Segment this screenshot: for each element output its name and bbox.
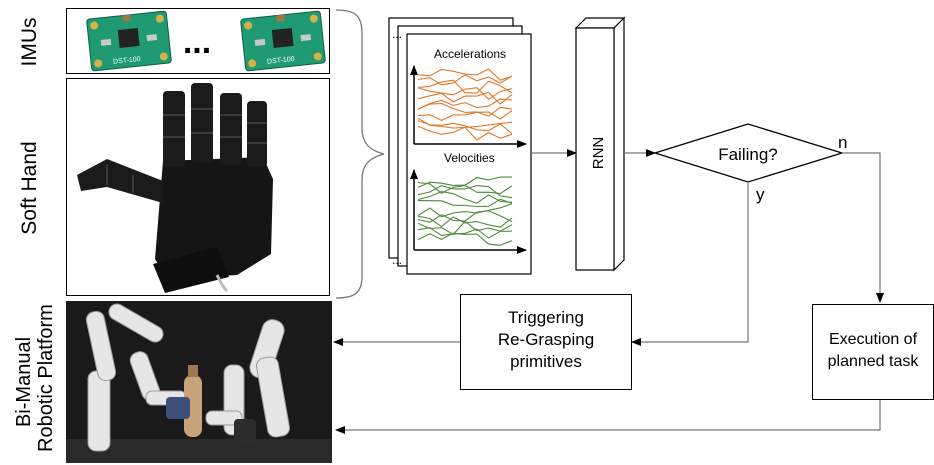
trigger-line3: primitives [510,352,582,371]
velocity-curve-11 [417,232,513,246]
velocity-curve-5 [417,198,513,208]
acceleration-curve-5 [417,91,513,105]
trigger-line1: Triggering [508,308,584,327]
arrow-execution-to-platform [335,400,881,434]
soft-hand-illustration [77,83,273,293]
acceleration-curve-6 [417,98,513,110]
acceleration-curve-11 [417,125,513,141]
acceleration-curve-8 [417,110,513,121]
imu-chip-label-right: DST-100 [267,56,295,66]
accelerations-curves [417,68,513,141]
acceleration-curve-7 [417,102,513,117]
execution-line1: Execution of [828,331,918,348]
velocity-curve-8 [417,215,513,228]
imu-sensor-board-left: DST-100 [86,10,172,72]
stack-ellipsis-top: ... [392,27,402,41]
trigger-line2: Re-Grasping [497,330,595,349]
imu-ellipsis: ... [183,23,211,61]
velocity-curve-4 [417,191,513,204]
execution-box: Execution of planned task [812,304,934,400]
rnn-label: RNN [590,137,607,170]
acceleration-curve-2 [417,74,513,86]
arrow-yes-to-trigger [631,182,749,346]
velocities-title: Velocities [444,151,495,165]
grouping-brace [335,9,385,299]
acceleration-curve-1 [417,68,513,81]
imu-chip-label-left: DST-100 [113,56,141,66]
velocities-curves [417,176,513,246]
branch-no-label: n [838,133,847,152]
velocity-curve-10 [417,227,513,239]
acceleration-curve-3 [417,79,513,94]
arrow-no-to-execution [842,152,884,303]
velocities-axes [410,169,527,254]
imu-panel: DST-100 ... DST-100 [66,8,330,74]
acceleration-curve-10 [417,120,513,135]
soft-hand-panel [66,78,330,296]
failing-decision-label: Failing? [718,145,778,164]
imu-sensors-illustration: DST-100 ... DST-100 [86,10,326,72]
imu-sensor-board-right: DST-100 [240,10,326,72]
acceleration-curve-4 [417,87,513,100]
branch-yes-label: y [756,185,765,204]
velocity-curve-6 [417,203,513,218]
accelerations-axes [410,65,527,148]
velocity-curve-9 [417,220,513,235]
rnn-block [574,16,626,272]
execution-line2: planned task [827,353,919,370]
robotic-platform-photo [66,301,332,463]
accelerations-title: Accelerations [434,47,506,61]
trigger-regrasp-box: Triggering Re-Grasping primitives [460,294,632,390]
robotic-platform-illustration [66,303,332,463]
stack-ellipsis-bottom: ... [392,253,402,267]
velocity-curve-3 [417,185,513,199]
